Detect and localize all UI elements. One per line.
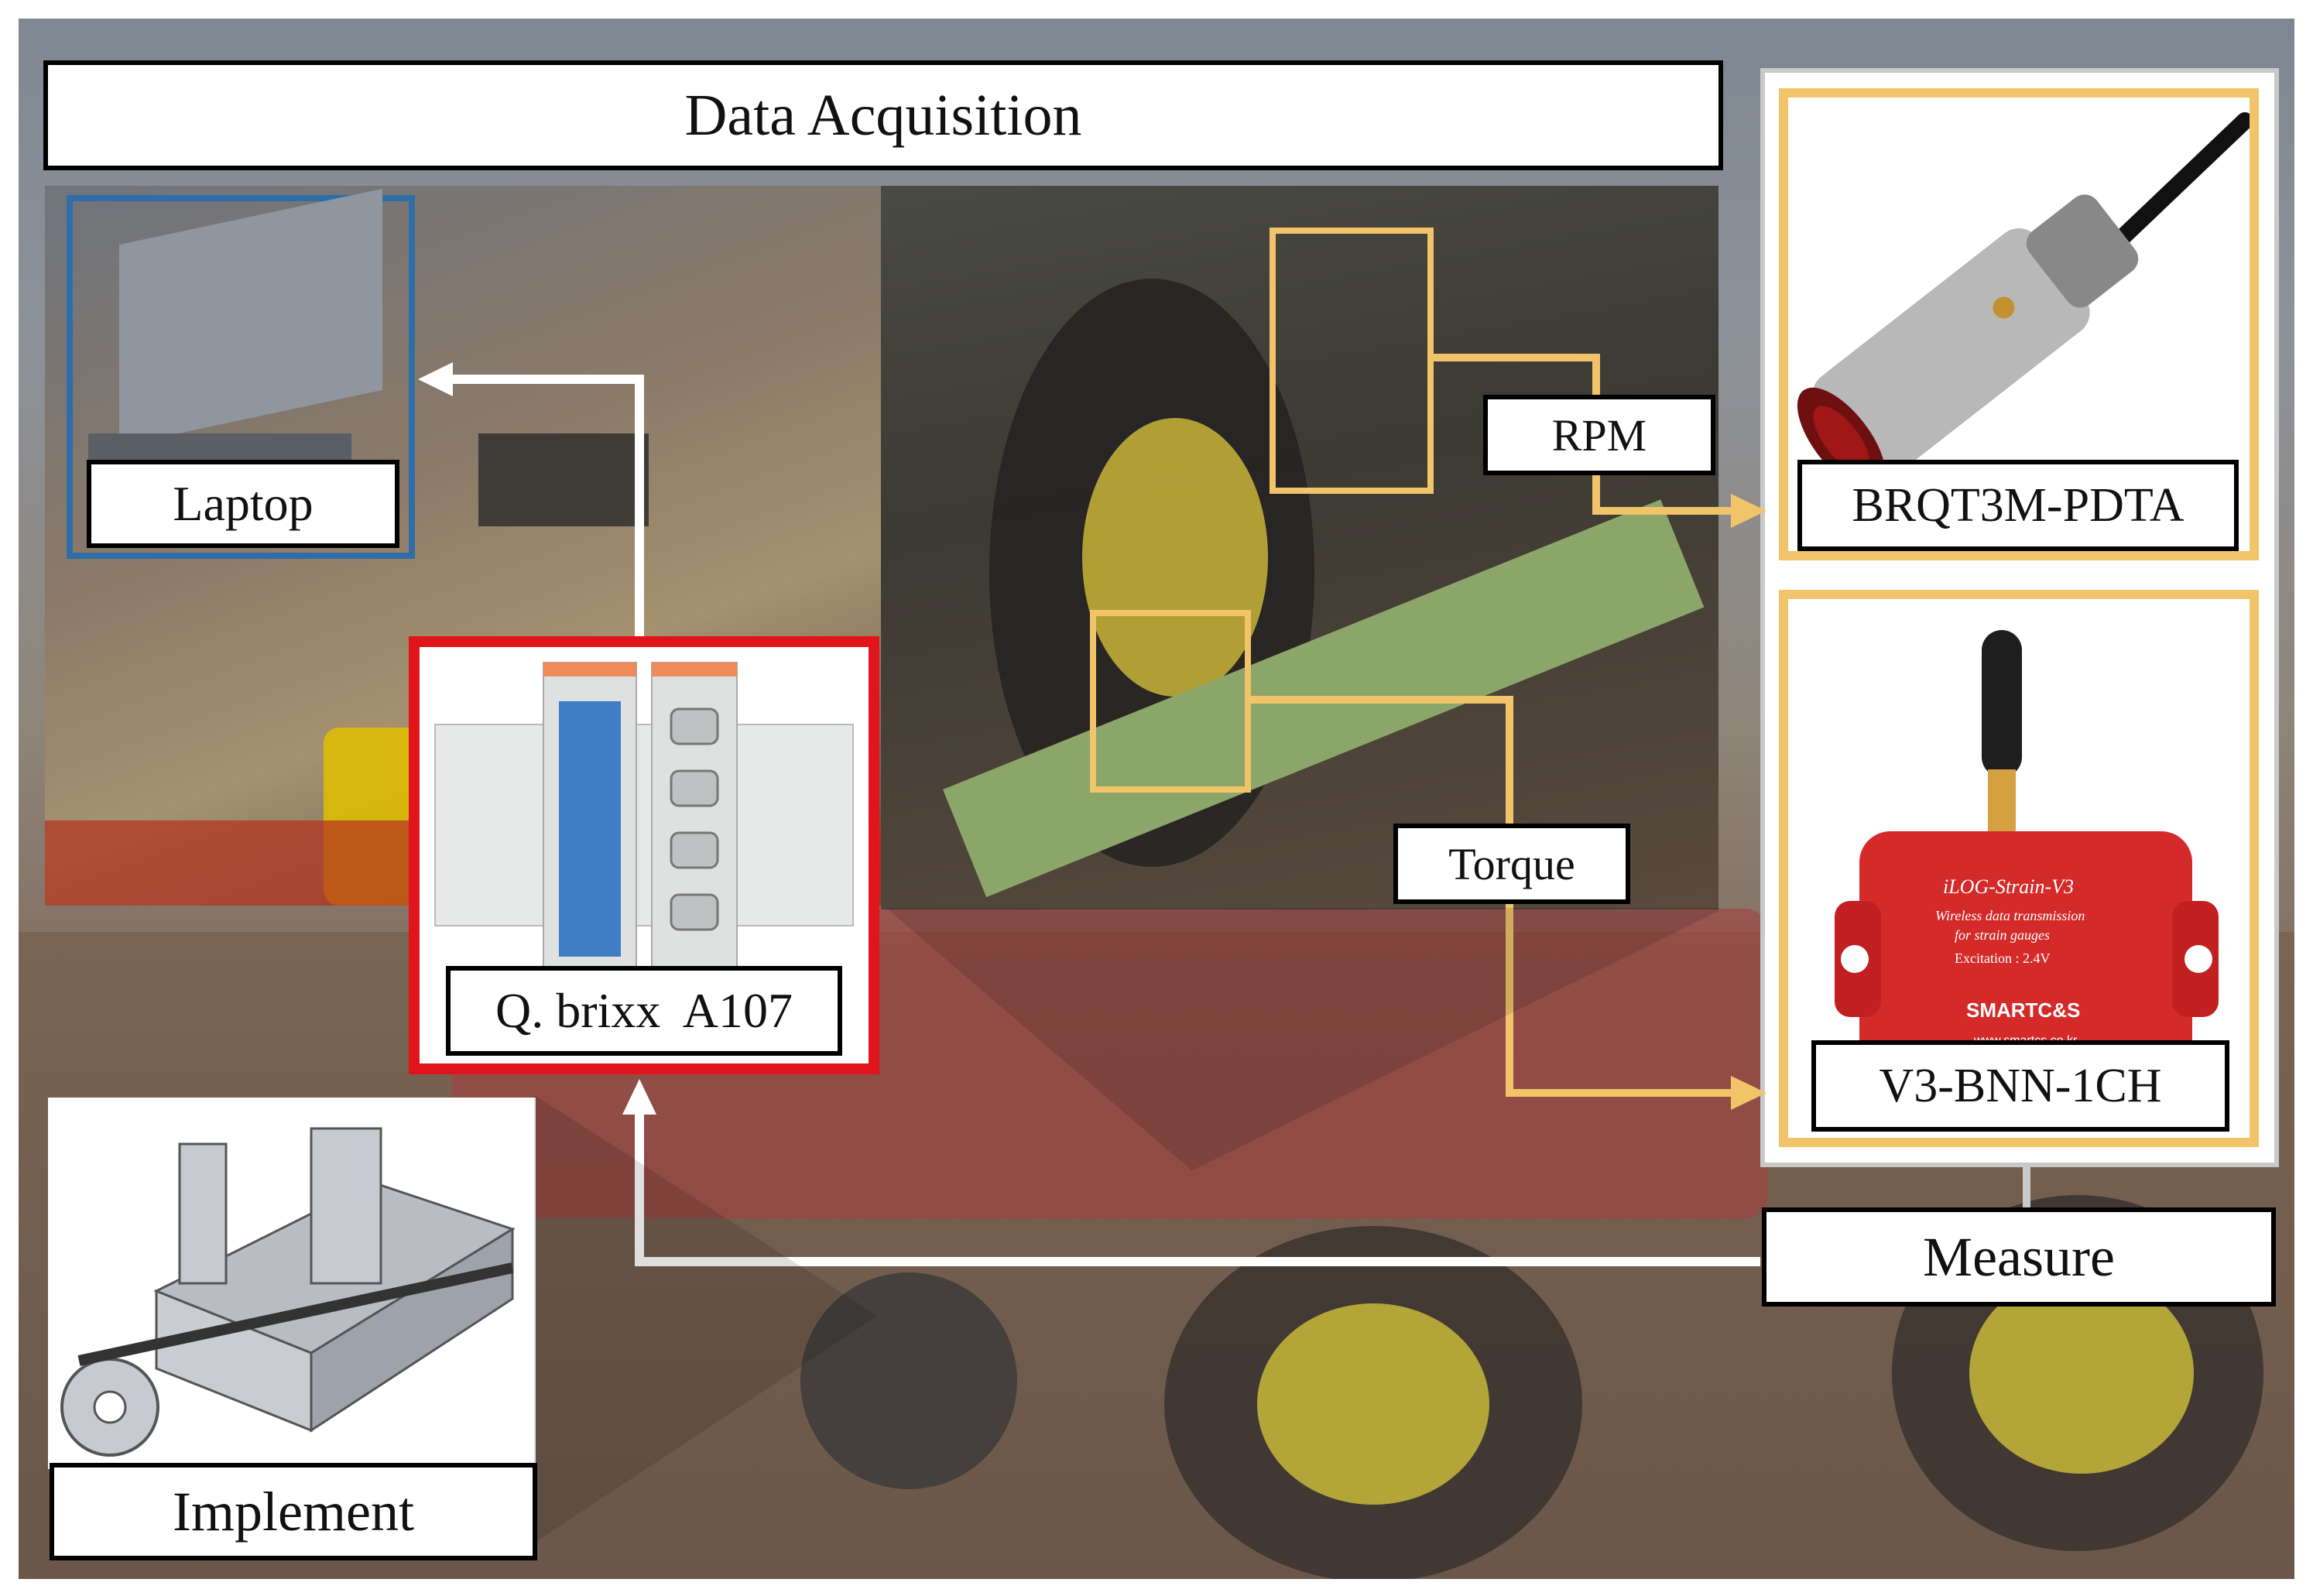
rpm-sensor-highlight [1270, 228, 1434, 494]
torque-sensor-highlight [1090, 610, 1251, 793]
torque-label-text: Torque [1448, 838, 1575, 889]
page-title: Data Acquisition [43, 60, 1723, 170]
implement-label: Implement [50, 1463, 537, 1560]
laptop-screen [119, 188, 382, 447]
daq-device-image [434, 662, 854, 973]
meter-box [478, 433, 649, 526]
logger-company-text: SMARTC&S [1966, 998, 2080, 1022]
rotor-gear [800, 1272, 1017, 1489]
page-title-text: Data Acquisition [684, 82, 1082, 148]
rpm-sensor-image [1797, 112, 2253, 491]
torque-sensor-model-text: V3-BNN-1CH [1879, 1059, 2162, 1112]
implement-cad-image [60, 1127, 516, 1457]
rpm-sensor-model-label: BRQT3M-PDTA [1797, 460, 2239, 551]
rpm-sensor-model-text: BRQT3M-PDTA [1852, 478, 2184, 532]
laptop-label-text: Laptop [173, 476, 314, 531]
torque-label: Torque [1393, 824, 1630, 904]
front-wheel-rim [1257, 1303, 1489, 1505]
implement-cad-drawing [48, 1098, 536, 1469]
logger-brand-text: iLOG-Strain-V3 [1943, 875, 2074, 898]
implement-label-text: Implement [173, 1480, 414, 1543]
logger-desc-1-text: Wireless data transmission [1935, 908, 2085, 923]
logger-excitation-text: Excitation : 2.4V [1955, 950, 2050, 966]
daq-label-text: Q. brixx A107 [495, 983, 793, 1038]
rpm-label: RPM [1483, 395, 1715, 475]
logger-desc-2-text: for strain gauges [1955, 927, 2050, 943]
daq-device-frame [409, 636, 879, 1074]
torque-sensor-model-label: V3-BNN-1CH [1811, 1040, 2229, 1132]
daq-label: Q. brixx A107 [446, 966, 842, 1056]
measure-label-text: Measure [1923, 1225, 2115, 1288]
laptop-label: Laptop [87, 460, 399, 548]
tyre-rim [1082, 418, 1268, 697]
measure-label: Measure [1762, 1207, 2276, 1307]
rpm-label-text: RPM [1551, 409, 1647, 461]
torque-sensor-image: iLOG-Strain-V3 Wireless data transmissio… [1835, 630, 2219, 1087]
